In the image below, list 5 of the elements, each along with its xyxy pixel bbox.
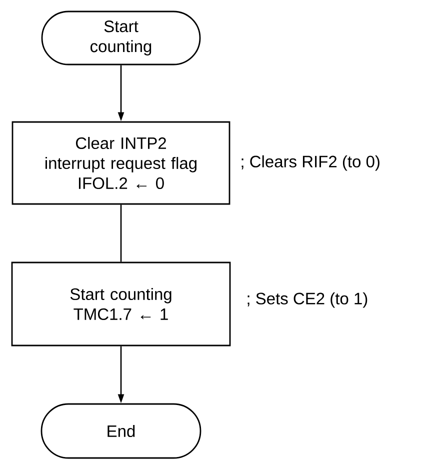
comment-text: ; Clears RIF2 (to 0) — [242, 155, 380, 171]
process-box: Start counting TMC1.7 ← 1 — [11, 262, 231, 346]
comment-text: ; Sets CE2 (to 1) — [248, 292, 368, 308]
connector-line — [120, 204, 122, 262]
process-box: Clear INTP2 interrupt request flag IFOL.2 ← 0 — [12, 121, 230, 205]
